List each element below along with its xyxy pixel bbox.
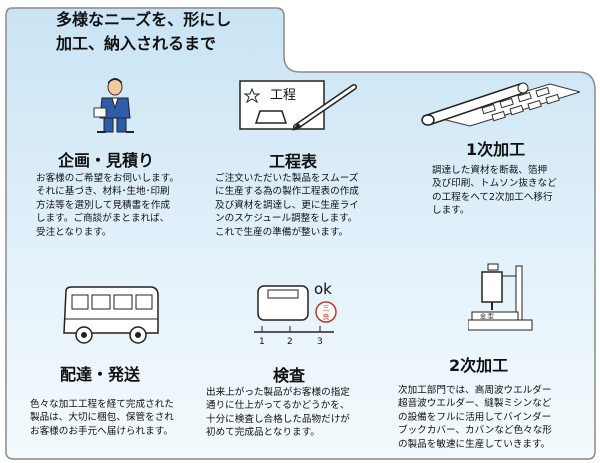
- step-title-primary: 1次加工: [466, 140, 526, 159]
- process-card-label: 工程: [270, 88, 296, 103]
- step-desc-schedule: ご注文いただいた製品をスムーズ に生産する為の製作工程表の作成 及び資材を調達し…: [215, 172, 359, 239]
- step-desc-line: 及び印刷、トムソン抜きなど: [432, 178, 557, 190]
- process-chart-icon: 工程: [239, 80, 357, 131]
- step-desc-line: ブックカバー、カバンなど色々な形: [398, 425, 552, 437]
- step-desc-primary: 調達した資材を断裁、箔押 及び印刷、トムソン抜きなど の工程をへて2次加工へ移行…: [432, 164, 557, 218]
- step-desc-line: 出来上がった製品がお客様の指定: [206, 387, 350, 398]
- header-line-1: 多様なニーズを、形にし: [56, 10, 232, 29]
- step-desc-line: 通りに仕上がってるかどうかを、: [206, 400, 350, 412]
- delivery-bus-icon: [63, 286, 159, 344]
- step-title-delivery: 配達・発送: [60, 365, 141, 384]
- step-desc-line: 方法等を選別して見積書を作成: [36, 199, 171, 211]
- step-title-inspection: 検査: [273, 366, 306, 385]
- step-desc-line: お客様のご希望をお伺いします。: [36, 173, 179, 184]
- step-desc-line: します。: [432, 205, 470, 217]
- step-desc-line: に生産する為の製作工程表の作成: [215, 186, 359, 198]
- step-desc-line: 超音波ウエルダー、縫製ミシンなど: [398, 398, 552, 410]
- ruler-tick-1: 1: [259, 337, 265, 347]
- stamp-label-2: 良: [323, 312, 330, 321]
- material-roll-icon: [421, 82, 580, 127]
- step-desc-planning: お客様のご希望をお伺いします。 それに基づき、材料･生地･印刷 方法等を選別して…: [36, 172, 179, 239]
- inspection-icon: ok 三 良 1 2 3: [254, 280, 337, 347]
- step-desc-line: これで生産の準備が整います。: [215, 226, 349, 238]
- step-desc-line: 十分に検査し合格した品物だけが: [206, 413, 350, 425]
- press-machine-icon: 金 型: [468, 263, 533, 331]
- step-desc-line: ご注文いただいた製品をスムーズ: [215, 173, 359, 184]
- step-title-planning: 企画・見積り: [58, 151, 155, 170]
- ruler-tick-3: 3: [317, 337, 323, 347]
- step-desc-line: 及び資材を調達し、更に生産ライ: [215, 199, 359, 211]
- step-desc-line: の工程をへて2次加工へ移行: [432, 191, 553, 203]
- step-desc-line: 製品は、大切に梱包、保管をされ: [30, 412, 174, 424]
- step-desc-line: の設備をフルに活用してバインダー: [398, 411, 552, 423]
- step-title-schedule: 工程表: [269, 152, 318, 171]
- step-title-secondary: 2次加工: [449, 356, 509, 375]
- step-desc-delivery: 色々な加工工程を経て完成された 製品は、大切に梱包、保管をされ お客様のお手元へ…: [30, 398, 174, 438]
- stamp-label: 三: [323, 304, 330, 312]
- press-plate-label: 金 型: [480, 313, 494, 321]
- step-desc-secondary: 次加工部門では、高周波ウエルダー 超音波ウエルダー、縫製ミシンなど の設備をフル…: [398, 384, 552, 451]
- step-desc-line: 初めて完成品となります。: [206, 427, 320, 439]
- step-desc-line: します。ご商談がまとまれば、: [36, 213, 170, 225]
- header-line-2: 加工、納入されるまで: [56, 34, 217, 53]
- step-desc-line: 調達した資材を断裁、箔押: [432, 165, 548, 176]
- step-desc-line: それに基づき、材料･生地･印刷: [36, 186, 170, 198]
- step-desc-inspection: 出来上がった製品がお客様の指定 通りに仕上がってるかどうかを、 十分に検査し合格…: [206, 386, 350, 440]
- step-desc-line: の製品を敏速に生産していきます。: [398, 438, 551, 450]
- ruler-tick-2: 2: [287, 337, 293, 347]
- step-desc-line: 次加工部門では、高周波ウエルダー: [398, 385, 552, 396]
- businessman-icon: [93, 78, 134, 133]
- step-desc-line: お客様のお手元へ届けられます。: [30, 425, 173, 437]
- step-desc-line: 色々な加工工程を経て完成された: [30, 399, 174, 410]
- step-desc-line: 受注となります。: [36, 226, 112, 238]
- step-desc-line: ンのスケジュール調整をします。: [215, 213, 358, 225]
- header-title: 多様なニーズを、形にし 加工、納入されるまで: [56, 8, 231, 56]
- ok-mark-label: ok: [314, 280, 332, 298]
